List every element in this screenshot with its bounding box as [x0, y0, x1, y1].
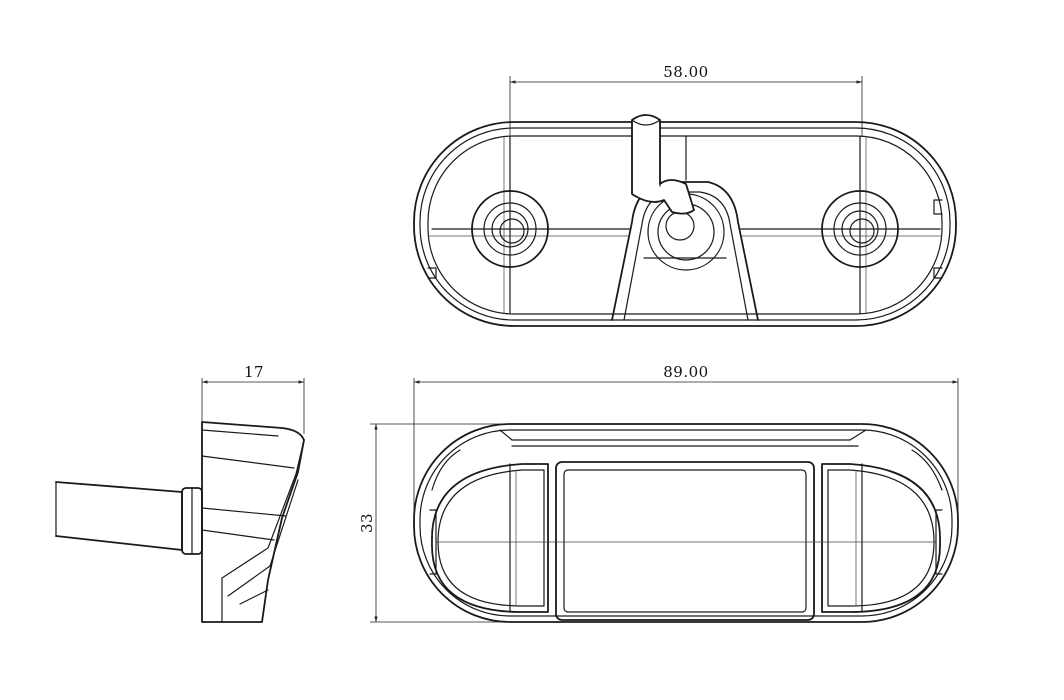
- dimension-17: 17: [201, 363, 305, 434]
- dimension-58-label: 58.00: [663, 63, 708, 81]
- top-view-back: [413, 114, 957, 327]
- dimension-89: 89.00: [413, 363, 959, 520]
- side-view: [55, 421, 305, 623]
- dimension-17-label: 17: [244, 363, 264, 381]
- dimension-89-label: 89.00: [663, 363, 708, 381]
- dimension-58: 58.00: [509, 63, 863, 136]
- front-view: [413, 423, 959, 623]
- dimension-33: 33: [358, 423, 510, 623]
- dimension-33-label: 33: [358, 513, 376, 533]
